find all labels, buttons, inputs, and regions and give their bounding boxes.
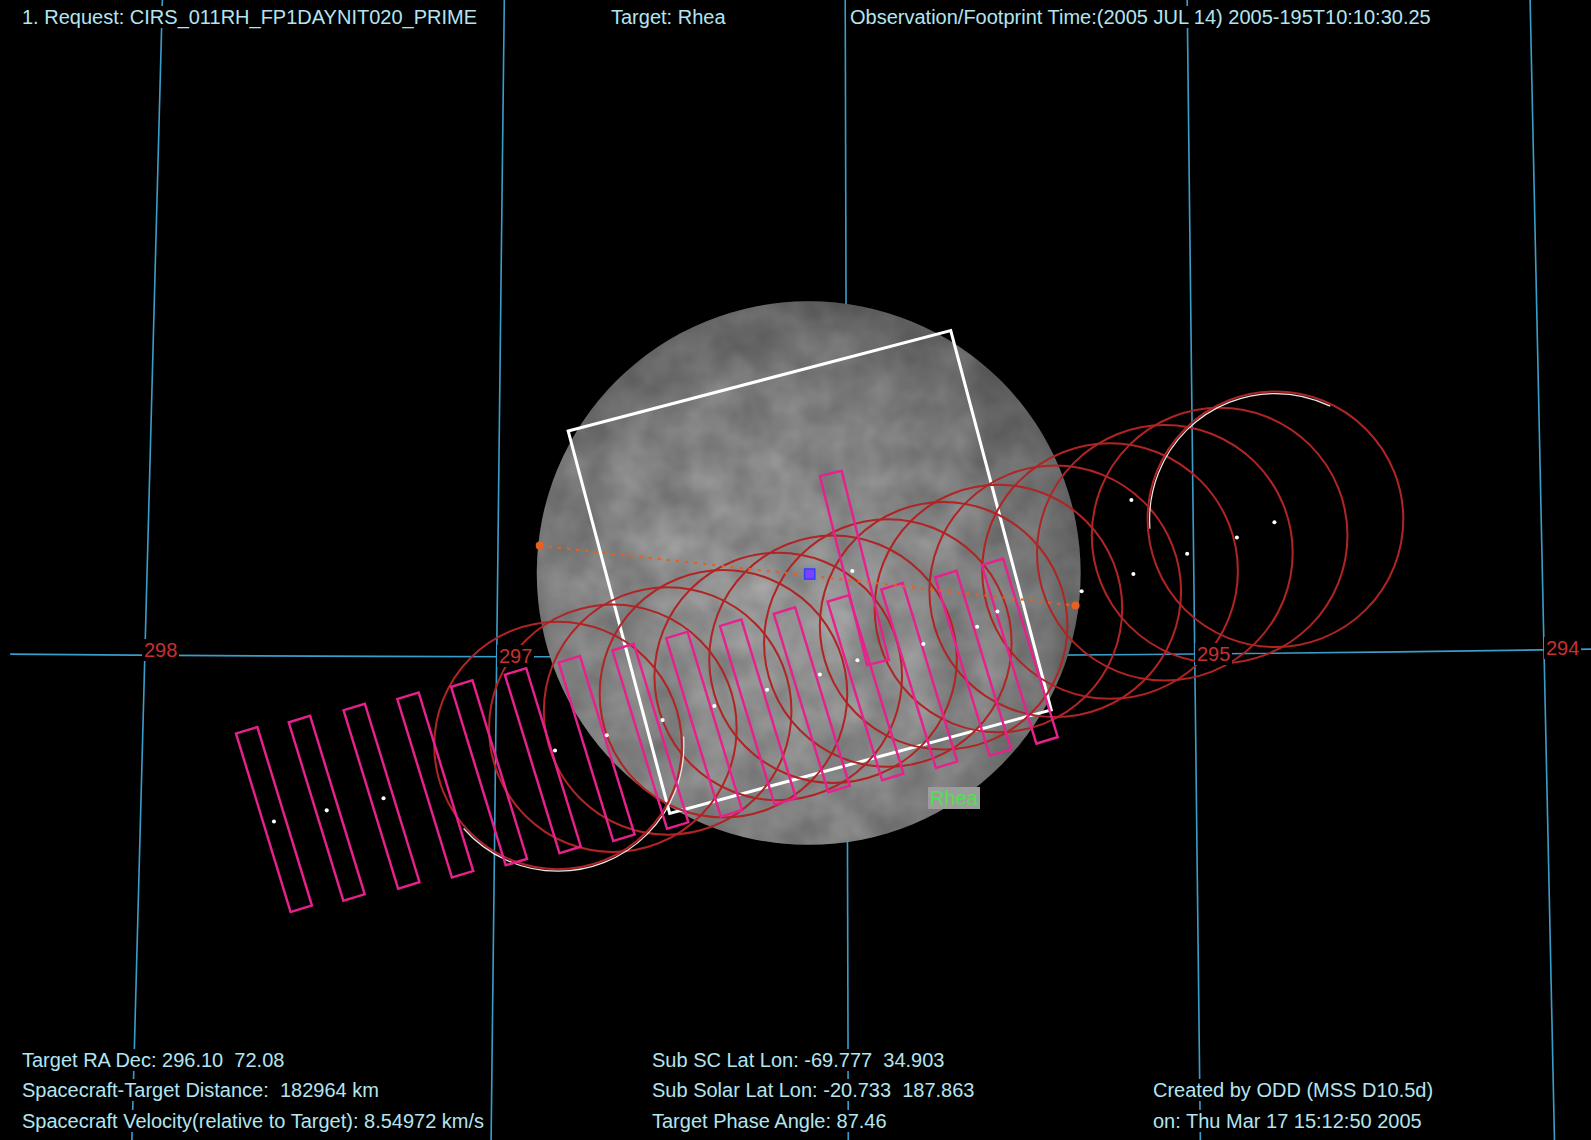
grid-line bbox=[1187, 0, 1200, 1140]
fp3-strips bbox=[236, 471, 1058, 912]
footprint-centers bbox=[272, 498, 1277, 824]
grid-label: 294 bbox=[1544, 637, 1581, 659]
info-text: on: Thu Mar 17 15:12:50 2005 bbox=[1151, 1110, 1424, 1132]
grid-line bbox=[1530, 0, 1554, 1140]
info-text: Spacecraft-Target Distance: 182964 km bbox=[20, 1079, 381, 1101]
fp1-footprint bbox=[982, 443, 1238, 699]
grid-label: 295 bbox=[1195, 643, 1232, 665]
fp1-start-marker bbox=[432, 620, 684, 872]
grid-label: 298 bbox=[142, 639, 179, 661]
header-text: 1. Request: CIRS_011RH_FP1DAYNIT020_PRIM… bbox=[20, 6, 479, 28]
fp1-footprint bbox=[654, 553, 902, 800]
center-dot bbox=[1080, 589, 1084, 593]
center-dot bbox=[661, 718, 665, 722]
track-end-dot bbox=[536, 542, 544, 550]
center-dot bbox=[765, 688, 769, 692]
fp1-footprint bbox=[1092, 408, 1348, 664]
fp1-footprint bbox=[875, 485, 1123, 732]
info-text: Target RA Dec: 296.10 72.08 bbox=[20, 1049, 286, 1071]
center-dot bbox=[272, 820, 276, 824]
grid-line bbox=[491, 0, 504, 1140]
center-dot bbox=[855, 658, 859, 662]
fp4-footprint bbox=[820, 471, 889, 665]
center-dot bbox=[1235, 536, 1239, 540]
fp1-footprint bbox=[1148, 391, 1404, 647]
info-text: Created by ODD (MSS D10.5d) bbox=[1151, 1079, 1435, 1101]
grid-label: 297 bbox=[497, 645, 534, 667]
grid-lines bbox=[10, 0, 1591, 1140]
info-text: Spacecraft Velocity(relative to Target):… bbox=[20, 1110, 486, 1132]
ring-plane-track bbox=[540, 546, 1076, 606]
fp1-footprint bbox=[1037, 425, 1293, 681]
info-text: Sub SC Lat Lon: -69.777 34.903 bbox=[650, 1049, 946, 1071]
center-dot bbox=[605, 733, 609, 737]
center-dot bbox=[1131, 572, 1135, 576]
center-dot bbox=[382, 796, 386, 800]
header-text: Observation/Footprint Time:(2005 JUL 14)… bbox=[848, 6, 1433, 28]
center-dot bbox=[975, 625, 979, 629]
center-dot bbox=[712, 704, 716, 708]
rhea-disk bbox=[537, 301, 1081, 845]
track-end-dot bbox=[1071, 601, 1079, 609]
info-text: Target Phase Angle: 87.46 bbox=[650, 1110, 889, 1132]
sub-spacecraft-point bbox=[805, 569, 815, 579]
target-name: Rhea bbox=[928, 787, 980, 809]
center-dot bbox=[818, 672, 822, 676]
rhea-texture bbox=[537, 301, 1081, 845]
fp3-footprint bbox=[236, 727, 312, 912]
info-text: Sub Solar Lat Lon: -20.733 187.863 bbox=[650, 1079, 976, 1101]
center-dot bbox=[995, 610, 999, 614]
grid-line bbox=[132, 0, 162, 1140]
center-dot bbox=[1129, 498, 1133, 502]
header-text: Target: Rhea bbox=[609, 6, 728, 28]
center-dot bbox=[325, 808, 329, 812]
center-dot bbox=[553, 749, 557, 753]
center-dot bbox=[921, 642, 925, 646]
fp1-end-marker bbox=[1150, 394, 1402, 646]
center-dot bbox=[1272, 520, 1276, 524]
fp1-circles bbox=[434, 391, 1403, 869]
center-dot bbox=[1185, 552, 1189, 556]
fp3-footprint bbox=[982, 559, 1058, 744]
fp3-footprint bbox=[935, 571, 1011, 756]
center-dot bbox=[850, 569, 854, 573]
fp1-footprint bbox=[709, 536, 957, 783]
